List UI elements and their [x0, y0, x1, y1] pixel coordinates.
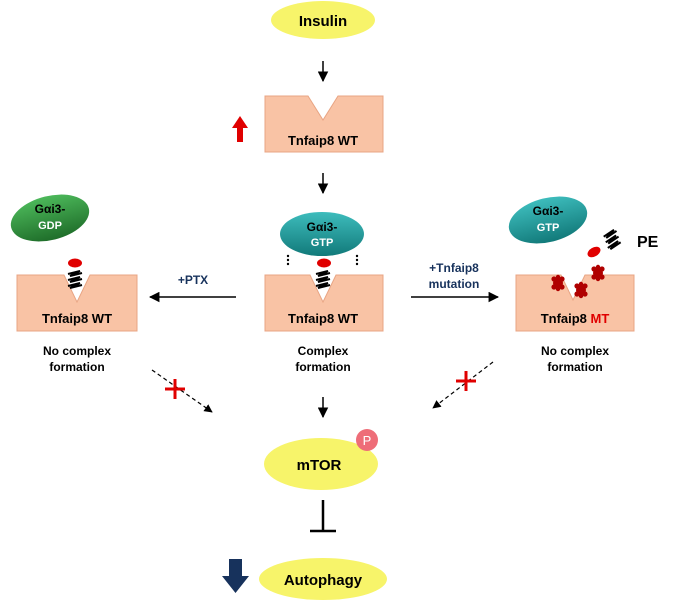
downregulation-arrow-icon: [222, 559, 249, 593]
pe-lipid-left-icon: [67, 258, 83, 289]
pe-lipid-center-icon: [315, 258, 331, 289]
galpha-left-line2: GDP: [38, 220, 62, 232]
tnfaip8-mutant-protein: Tnfaip8 MT: [515, 274, 635, 332]
mutation-label-line1: +Tnfaip8: [429, 261, 479, 275]
upregulation-arrow-icon: [232, 116, 248, 142]
right-outcome-line2: formation: [547, 360, 602, 374]
tnfaip8-left-protein: Tnfaip8 WT: [16, 274, 138, 332]
galpha-left-line1: Gαi3-: [35, 202, 66, 216]
galpha-right-line2: GTP: [537, 222, 560, 234]
tnfaip8-center-protein: Tnfaip8 WT: [264, 274, 384, 332]
galpha-center-line1: Gαi3-: [307, 220, 338, 234]
pe-lipid-released-icon: [587, 228, 623, 258]
phosphate-badge: P: [356, 429, 378, 451]
tnfaip8-mutant-label: Tnfaip8 MT: [541, 311, 610, 326]
insulin-label: Insulin: [299, 13, 347, 30]
tnfaip8-center-label: Tnfaip8 WT: [288, 311, 358, 326]
ptx-label: +PTX: [178, 273, 208, 287]
tnfaip8-left-label: Tnfaip8 WT: [42, 311, 112, 326]
tnfaip8-mutant-name: Tnfaip8: [541, 311, 591, 326]
center-outcome-line1: Complex: [298, 344, 349, 358]
mtor-node: mTOR: [264, 438, 378, 490]
phosphate-label: P: [363, 433, 372, 448]
mtor-label: mTOR: [297, 457, 342, 474]
tnfaip8-top-protein: Tnfaip8 WT: [264, 95, 384, 153]
galpha-right-line1: Gαi3-: [533, 204, 564, 218]
mutation-site-icons: [551, 264, 605, 299]
inhibition-icon: [310, 500, 336, 533]
block-cross-left-icon: [165, 379, 185, 399]
tnfaip8-top-label: Tnfaip8 WT: [288, 133, 358, 148]
pe-label: PE: [637, 234, 659, 251]
galpha-center: Gαi3- GTP: [280, 212, 364, 256]
autophagy-node: Autophagy: [259, 558, 387, 600]
galpha-left: Gαi3- GDP: [10, 194, 90, 242]
block-cross-right-icon: [456, 371, 476, 391]
left-outcome-line2: formation: [49, 360, 104, 374]
center-outcome-line2: formation: [295, 360, 350, 374]
tnfaip8-mutant-mt: MT: [591, 311, 610, 326]
galpha-right: Gαi3- GTP: [508, 196, 588, 244]
right-outcome-line1: No complex: [541, 344, 609, 358]
blocked-arrow-left: [151, 369, 213, 413]
left-outcome-line1: No complex: [43, 344, 111, 358]
insulin-node: Insulin: [271, 1, 375, 39]
interaction-dots: [286, 254, 359, 266]
galpha-center-line2: GTP: [311, 237, 334, 249]
mutation-label-line2: mutation: [429, 277, 480, 291]
blocked-arrow-right: [432, 361, 494, 409]
autophagy-label: Autophagy: [284, 572, 363, 589]
